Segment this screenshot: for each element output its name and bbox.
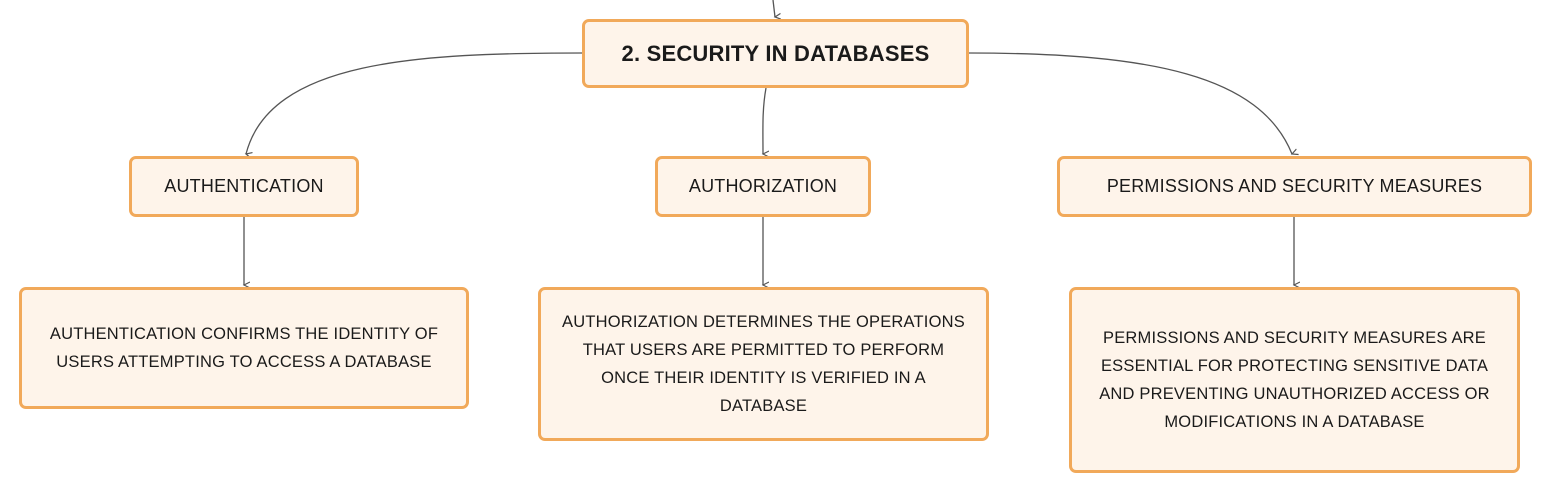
- edge-incoming-to-root: [772, 0, 775, 17]
- permissions-detail-node[interactable]: PERMISSIONS AND SECURITY MEASURES ARE ES…: [1069, 287, 1520, 473]
- authorization-detail-text: AUTHORIZATION DETERMINES THE OPERATIONS …: [562, 313, 965, 415]
- edge-root-to-authorization: [763, 87, 766, 154]
- authentication-node-label: AUTHENTICATION: [164, 176, 324, 196]
- authentication-detail-text: AUTHENTICATION CONFIRMS THE IDENTITY OF …: [49, 325, 439, 371]
- root-node-label: 2. SECURITY IN DATABASES: [621, 40, 930, 66]
- permissions-node[interactable]: PERMISSIONS AND SECURITY MEASURES: [1057, 156, 1532, 217]
- authentication-detail-node[interactable]: AUTHENTICATION CONFIRMS THE IDENTITY OF …: [19, 287, 469, 409]
- authorization-node-label: AUTHORIZATION: [688, 176, 838, 196]
- root-node[interactable]: 2. SECURITY IN DATABASES: [582, 19, 969, 88]
- permissions-detail-text: PERMISSIONS AND SECURITY MEASURES ARE ES…: [1099, 329, 1490, 431]
- edge-root-to-authentication: [246, 52, 583, 154]
- authorization-detail-node[interactable]: AUTHORIZATION DETERMINES THE OPERATIONS …: [538, 287, 989, 441]
- authorization-node[interactable]: AUTHORIZATION: [655, 156, 871, 217]
- edge-root-to-permissions: [968, 52, 1292, 154]
- permissions-node-label: PERMISSIONS AND SECURITY MEASURES: [1106, 176, 1483, 196]
- authentication-node[interactable]: AUTHENTICATION: [129, 156, 359, 217]
